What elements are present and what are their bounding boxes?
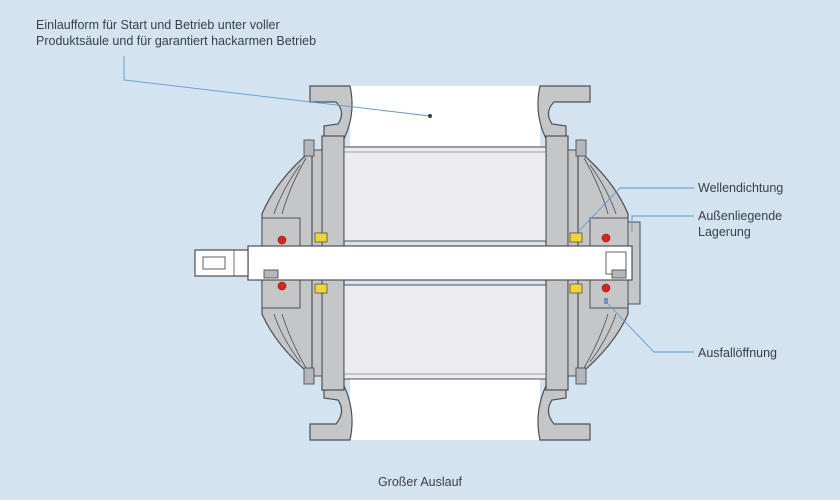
- shaft-seal-leader-line: [577, 187, 694, 233]
- bearing-label-line2: Lagerung: [698, 225, 751, 239]
- inlet-annotation-line1: Einlaufform für Start und Betrieb unter …: [36, 18, 280, 32]
- right-bearing-housing-bottom: [589, 279, 629, 309]
- inlet-annotation-line2: Produktsäule und für garantiert hackarme…: [36, 34, 317, 48]
- inlet-leader-line: [123, 56, 431, 117]
- bearing-label-line1: Außenliegende: [698, 209, 783, 223]
- right-cover-ribs: [583, 157, 617, 369]
- shaft-keyway: [202, 256, 226, 270]
- shaft-seals: [277, 233, 611, 293]
- bearing-leader-line: [631, 215, 694, 232]
- drive-shaft: [247, 245, 633, 281]
- outlet-opening-marker: [604, 298, 608, 304]
- diagram-caption: Großer Auslauf: [377, 475, 463, 489]
- housing-bolts: [263, 139, 627, 385]
- right-bearing-housing-top: [589, 217, 629, 247]
- shaft-key-end: [194, 249, 249, 277]
- outlet-channel: [350, 378, 540, 440]
- external-bearing-label: Außenliegende Lagerung: [698, 208, 782, 240]
- left-bearings: [314, 232, 328, 294]
- left-cover-ribs: [273, 157, 307, 369]
- rotor-lower: [343, 284, 547, 380]
- right-bearings: [569, 232, 583, 294]
- rotor-upper: [343, 146, 547, 242]
- inlet-shape-annotation: Einlaufform für Start und Betrieb unter …: [36, 17, 316, 49]
- outlet-leader-line: [607, 303, 694, 353]
- outlet-opening-label: Ausfallöffnung: [698, 346, 777, 360]
- shaft-seal-label: Wellendichtung: [698, 181, 784, 195]
- top-right-flange: [537, 85, 591, 147]
- inlet-channel: [350, 86, 540, 146]
